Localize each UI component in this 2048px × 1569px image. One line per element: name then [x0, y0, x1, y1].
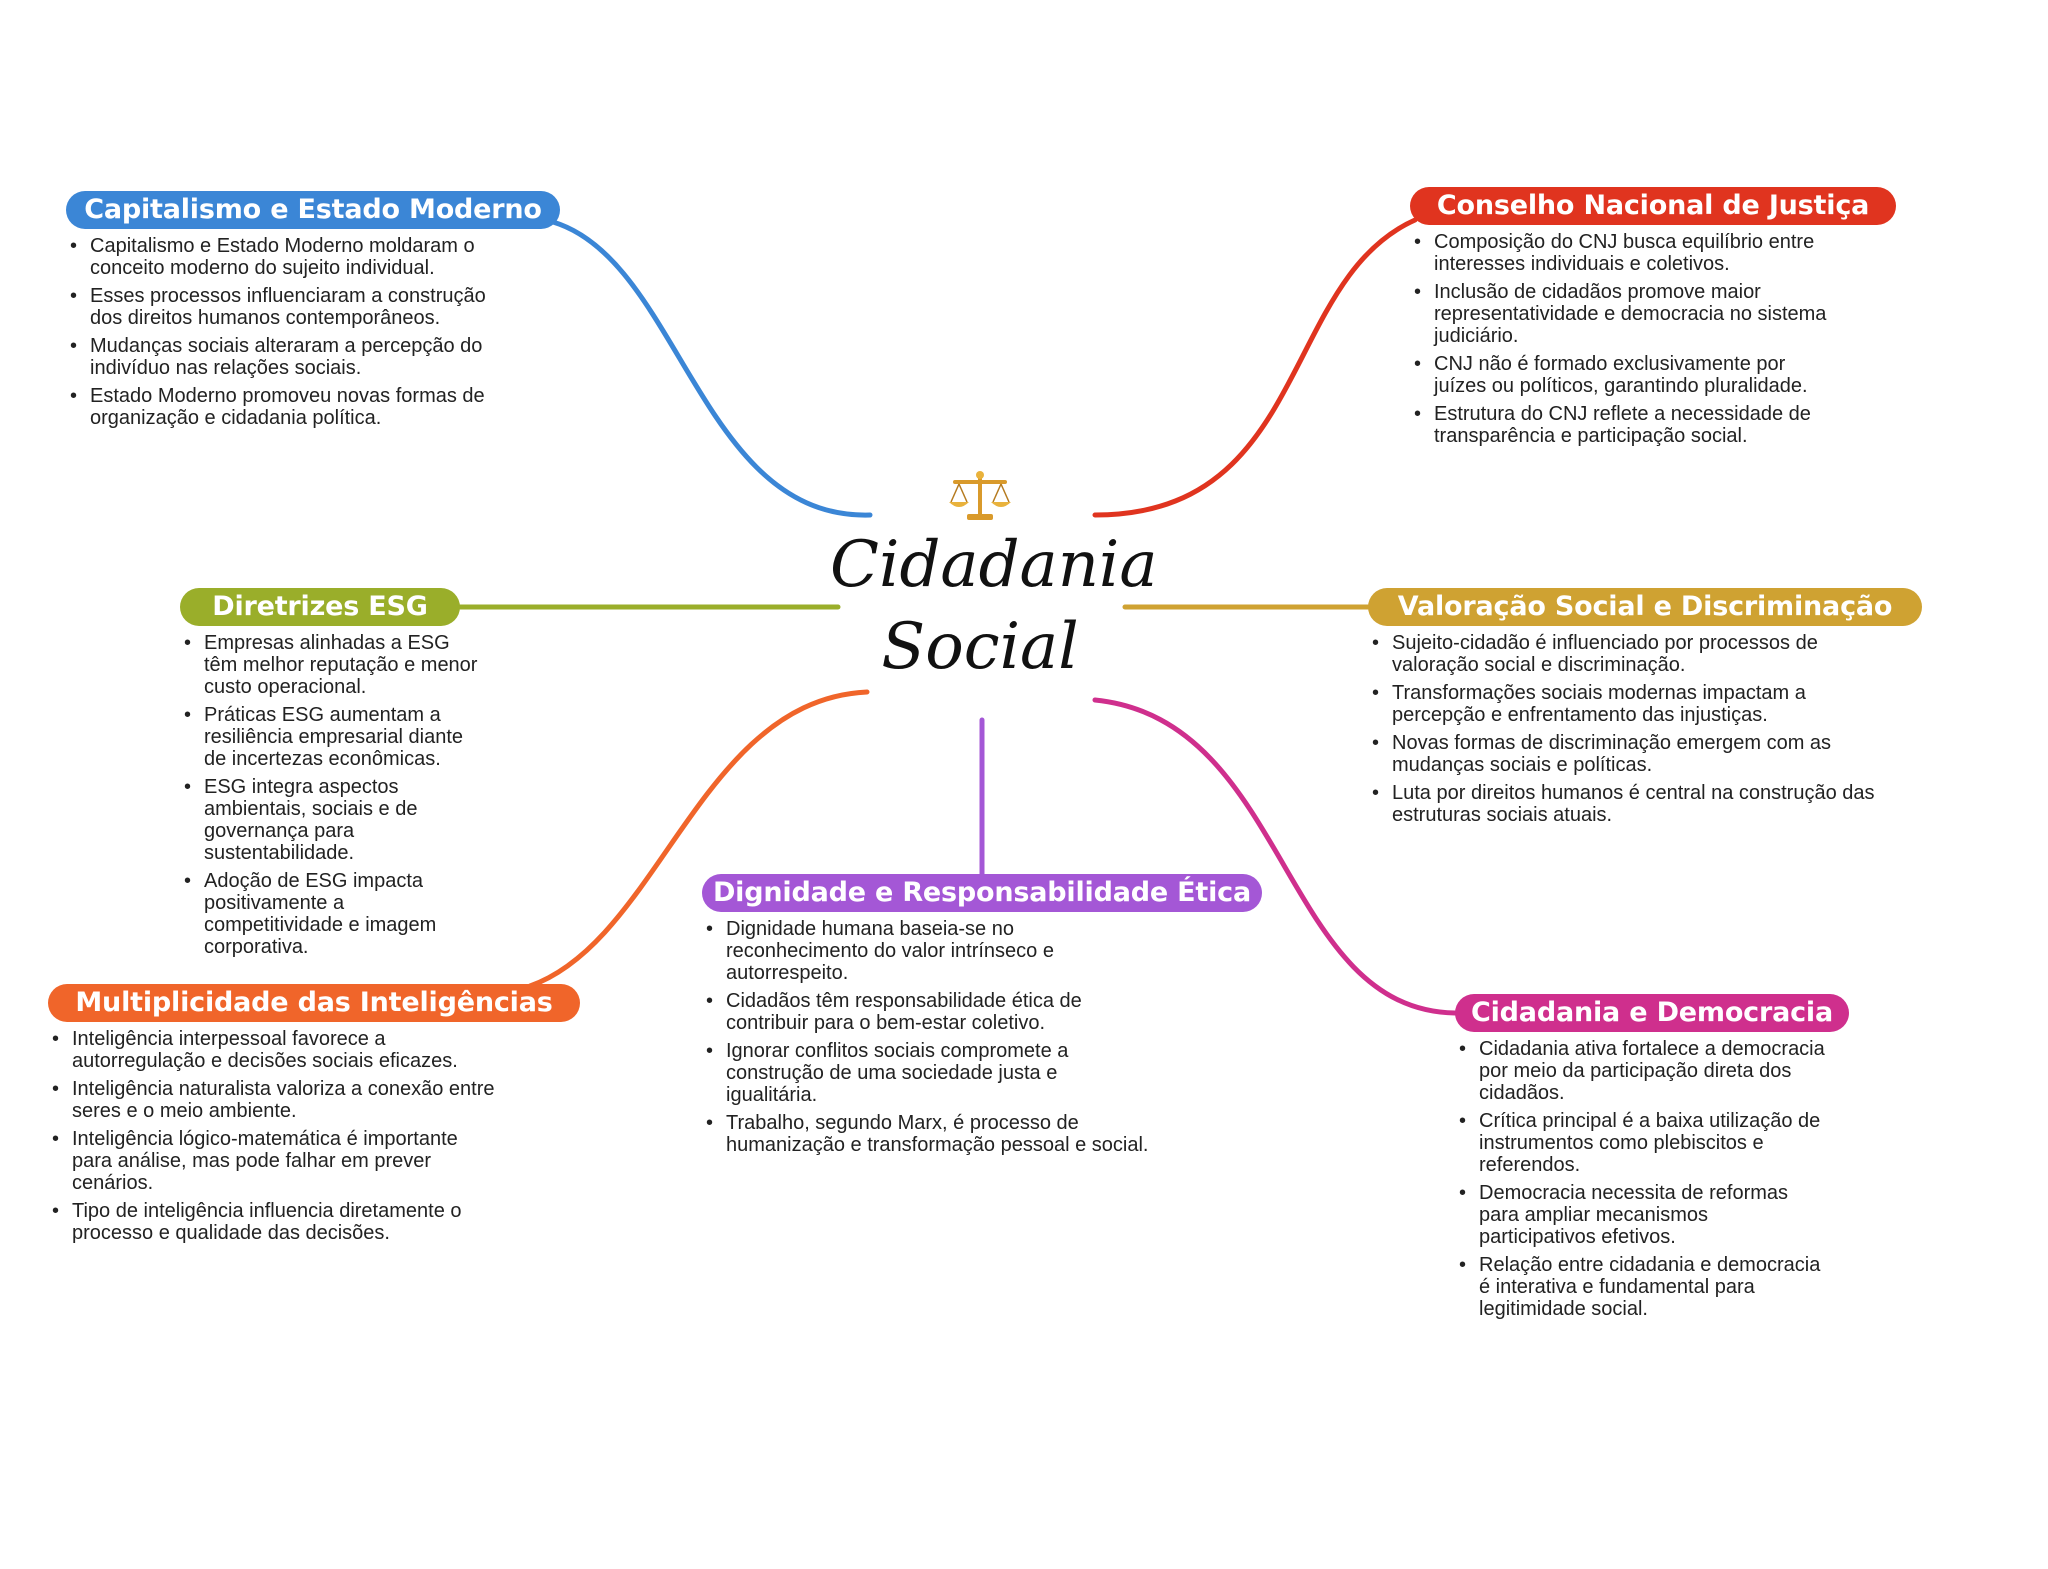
- branch-dignidade-list: Dignidade humana baseia-se no reconhecim…: [704, 918, 1154, 1162]
- list-item: Esses processos influenciaram a construç…: [68, 285, 518, 329]
- central-title-line1: Cidadania: [830, 528, 1158, 602]
- list-item: Inteligência interpessoal favorece a aut…: [50, 1028, 500, 1072]
- branch-esg-title[interactable]: Diretrizes ESG: [180, 588, 460, 626]
- list-item: Mudanças sociais alteraram a percepção d…: [68, 335, 518, 379]
- list-item: Inteligência naturalista valoriza a cone…: [50, 1078, 500, 1122]
- branch-capitalismo-title[interactable]: Capitalismo e Estado Moderno: [66, 191, 560, 229]
- list-item: Inclusão de cidadãos promove maior repre…: [1412, 281, 1842, 347]
- central-topic: Cidadania Social: [830, 468, 1158, 688]
- scales-of-justice-icon: [949, 471, 1011, 520]
- branch-esg-list: Empresas alinhadas a ESG têm melhor repu…: [182, 632, 482, 964]
- list-item: Estado Moderno promoveu novas formas de …: [68, 385, 518, 429]
- list-item: Estrutura do CNJ reflete a necessidade d…: [1412, 403, 1842, 447]
- list-item: Luta por direitos humanos é central na c…: [1370, 782, 1890, 826]
- list-item: Capitalismo e Estado Moderno moldaram o …: [68, 235, 518, 279]
- branch-valoracao-title[interactable]: Valoração Social e Discriminação: [1368, 588, 1922, 626]
- branch-capitalismo-list: Capitalismo e Estado Moderno moldaram o …: [68, 235, 518, 435]
- link-democracia: [1092, 697, 1458, 1016]
- list-item: Trabalho, segundo Marx, é processo de hu…: [704, 1112, 1154, 1156]
- list-item: CNJ não é formado exclusivamente por juí…: [1412, 353, 1842, 397]
- list-item: Cidadãos têm responsabilidade ética de c…: [704, 990, 1154, 1034]
- list-item: ESG integra aspectos ambientais, sociais…: [182, 776, 482, 864]
- list-item: Composição do CNJ busca equilíbrio entre…: [1412, 231, 1842, 275]
- link-multiplicidade: [527, 689, 870, 989]
- link-capitalismo: [550, 219, 873, 518]
- list-item: Ignorar conflitos sociais compromete a c…: [704, 1040, 1154, 1106]
- list-item: Cidadania ativa fortalece a democracia p…: [1457, 1038, 1827, 1104]
- branch-cnj-title[interactable]: Conselho Nacional de Justiça: [1410, 187, 1896, 225]
- list-item: Inteligência lógico-matemática é importa…: [50, 1128, 500, 1194]
- list-item: Democracia necessita de reformas para am…: [1457, 1182, 1827, 1248]
- branch-valoracao-list: Sujeito-cidadão é influenciado por proce…: [1370, 632, 1890, 832]
- branch-multiplicidade-title[interactable]: Multiplicidade das Inteligências: [48, 984, 580, 1022]
- branch-multiplicidade-list: Inteligência interpessoal favorece a aut…: [50, 1028, 500, 1250]
- list-item: Novas formas de discriminação emergem co…: [1370, 732, 1890, 776]
- list-item: Empresas alinhadas a ESG têm melhor repu…: [182, 632, 482, 698]
- link-cnj: [1092, 217, 1418, 518]
- branch-dignidade-title[interactable]: Dignidade e Responsabilidade Ética: [702, 874, 1262, 912]
- central-title-line2: Social: [881, 610, 1079, 684]
- list-item: Tipo de inteligência influencia diretame…: [50, 1200, 500, 1244]
- list-item: Sujeito-cidadão é influenciado por proce…: [1370, 632, 1890, 676]
- list-item: Crítica principal é a baixa utilização d…: [1457, 1110, 1827, 1176]
- list-item: Adoção de ESG impacta positivamente a co…: [182, 870, 482, 958]
- list-item: Transformações sociais modernas impactam…: [1370, 682, 1890, 726]
- list-item: Relação entre cidadania e democracia é i…: [1457, 1254, 1827, 1320]
- branch-cnj-list: Composição do CNJ busca equilíbrio entre…: [1412, 231, 1842, 453]
- branch-democracia-title[interactable]: Cidadania e Democracia: [1455, 994, 1849, 1032]
- list-item: Dignidade humana baseia-se no reconhecim…: [704, 918, 1154, 984]
- list-item: Práticas ESG aumentam a resiliência empr…: [182, 704, 482, 770]
- branch-democracia-list: Cidadania ativa fortalece a democracia p…: [1457, 1038, 1827, 1326]
